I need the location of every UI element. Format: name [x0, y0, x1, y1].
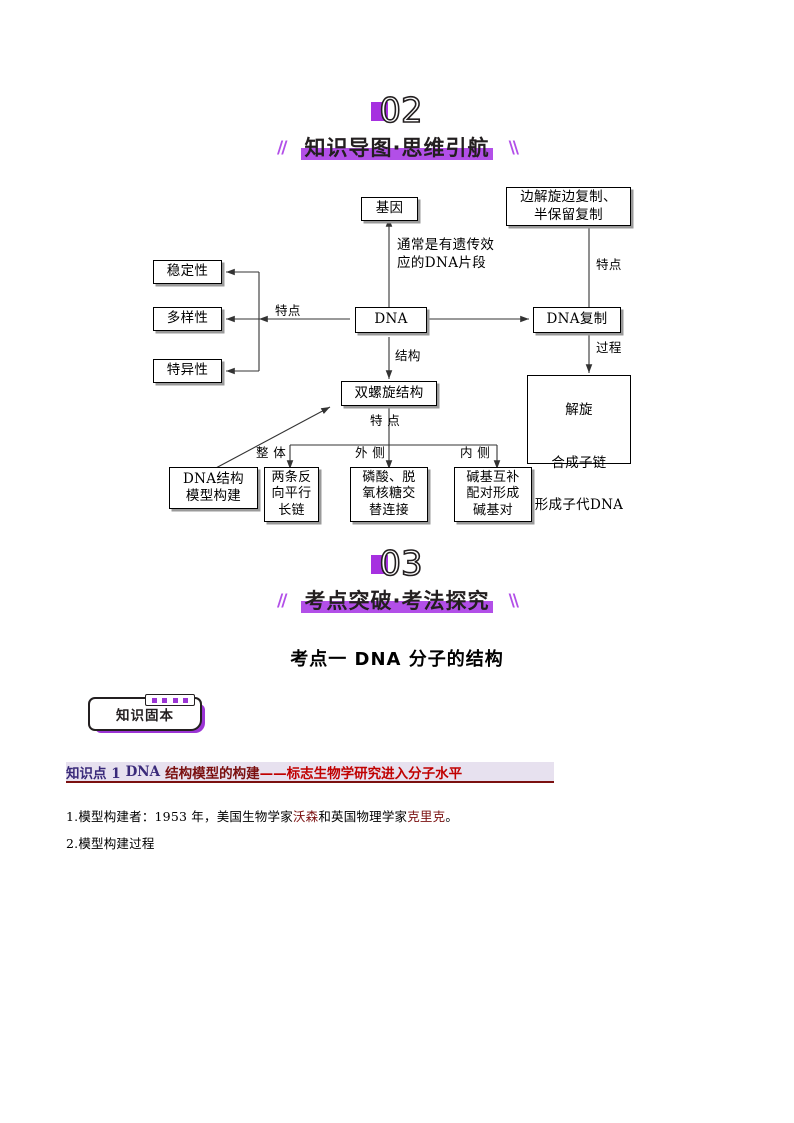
box-diversity: 多样性: [153, 307, 222, 331]
box-inside: 碱基互补 配对形成 碱基对: [454, 467, 532, 522]
body-line-1-d: 克里克: [407, 809, 446, 824]
section-title-wrap-03: 考点突破·考法探究: [295, 585, 500, 615]
knowledge-point-bar: 知识点 1 DNA 结构模型的构建 ——标志生物学研究进入分子水平: [66, 762, 554, 783]
slash-left-03: //: [276, 590, 288, 611]
label-whole: 整 体: [256, 445, 287, 460]
label-feature-left: 特点: [275, 303, 301, 318]
page-title: 考点一 DNA 分子的结构: [290, 649, 504, 670]
kp-dna: DNA: [125, 763, 161, 780]
diagram-connectors: [213, 218, 593, 470]
section-number-block-02: 02: [371, 91, 424, 131]
box-double-helix: 双螺旋结构: [341, 381, 437, 406]
label-structure: 结构: [395, 348, 421, 363]
box-replication-feature: 边解旋边复制、 半保留复制: [506, 187, 631, 226]
slash-right-02: \\: [508, 137, 520, 158]
box-outside: 磷酸、脱 氧核糖交 替连接: [350, 467, 428, 522]
label-process: 过程: [596, 340, 622, 355]
body-line-2: 2.模型构建过程: [66, 836, 155, 851]
section-number-square-02: [371, 102, 389, 121]
body-line-1-c: 和英国物理学家: [318, 809, 408, 824]
process-step-1: 解旋: [565, 402, 593, 419]
label-feature-right: 特点: [596, 257, 622, 272]
box-dna: DNA: [355, 307, 427, 333]
box-gene: 基因: [361, 197, 418, 221]
section-title-wrap-02: 知识导图·思维引航: [295, 132, 500, 162]
clip-dot: [183, 697, 189, 703]
box-dna-replication: DNA复制: [533, 307, 621, 333]
section-title-02: 知识导图·思维引航: [304, 136, 490, 160]
body-line-1-a: 1.模型构建者：1953 年，美国生物学家: [66, 809, 293, 824]
kp-red-tail: ——标志生物学研究进入分子水平: [259, 765, 463, 782]
body-line-1: 1.模型构建者：1953 年，美国生物学家沃森和英国物理学家克里克。: [66, 806, 458, 825]
process-step-3: 形成子代DNA: [534, 496, 624, 513]
section-number-03: 03: [379, 544, 424, 584]
concept-map-diagram: 基因 边解旋边复制、 半保留复制 稳定性 多样性 特异性 DNA DNA复制 双…: [0, 183, 794, 538]
process-step-2: 合成子链: [551, 454, 607, 471]
section-banner-03: 03 // 考点突破·考法探究 \\: [0, 544, 794, 615]
box-specificity: 特异性: [153, 359, 222, 383]
label-gene-note: 通常是有遗传效 应的DNA片段: [397, 237, 495, 272]
label-inside: 内 侧: [460, 445, 491, 460]
body-line-1-b: 沃森: [292, 809, 319, 824]
section-number-square-03: [371, 555, 389, 574]
box-stability: 稳定性: [153, 260, 222, 284]
label-outside: 外 侧: [355, 445, 386, 460]
knowledge-badge: 知识固本: [88, 694, 208, 735]
section-title-03: 考点突破·考法探究: [304, 589, 490, 613]
slash-left-02: //: [276, 137, 288, 158]
body-line-1-e: 。: [445, 809, 459, 824]
clip-dot: [162, 697, 168, 703]
box-whole: 两条反 向平行 长链: [264, 467, 319, 522]
kp-prefix: 知识点 1: [66, 765, 121, 782]
badge-clip-icon: [145, 694, 195, 706]
section-title-row-02: // 知识导图·思维引航 \\: [0, 134, 794, 162]
section-number-02: 02: [379, 91, 424, 131]
box-model-build: DNA结构 模型构建: [169, 467, 258, 509]
box-replication-process: 解旋 合成子链 形成子代DNA: [527, 375, 631, 513]
label-helix-feature: 特 点: [370, 413, 401, 428]
slash-right-03: \\: [508, 590, 520, 611]
section-title-bar-02: [300, 148, 494, 160]
section-title-row-03: // 考点突破·考法探究 \\: [0, 587, 794, 615]
section-title-bar-03: [300, 601, 494, 613]
section-number-block-03: 03: [371, 544, 424, 584]
clip-dot: [172, 697, 178, 703]
section-banner-02: 02 // 知识导图·思维引航 \\: [0, 91, 794, 162]
kp-middle: 结构模型的构建: [165, 765, 260, 782]
clip-dot: [151, 697, 157, 703]
